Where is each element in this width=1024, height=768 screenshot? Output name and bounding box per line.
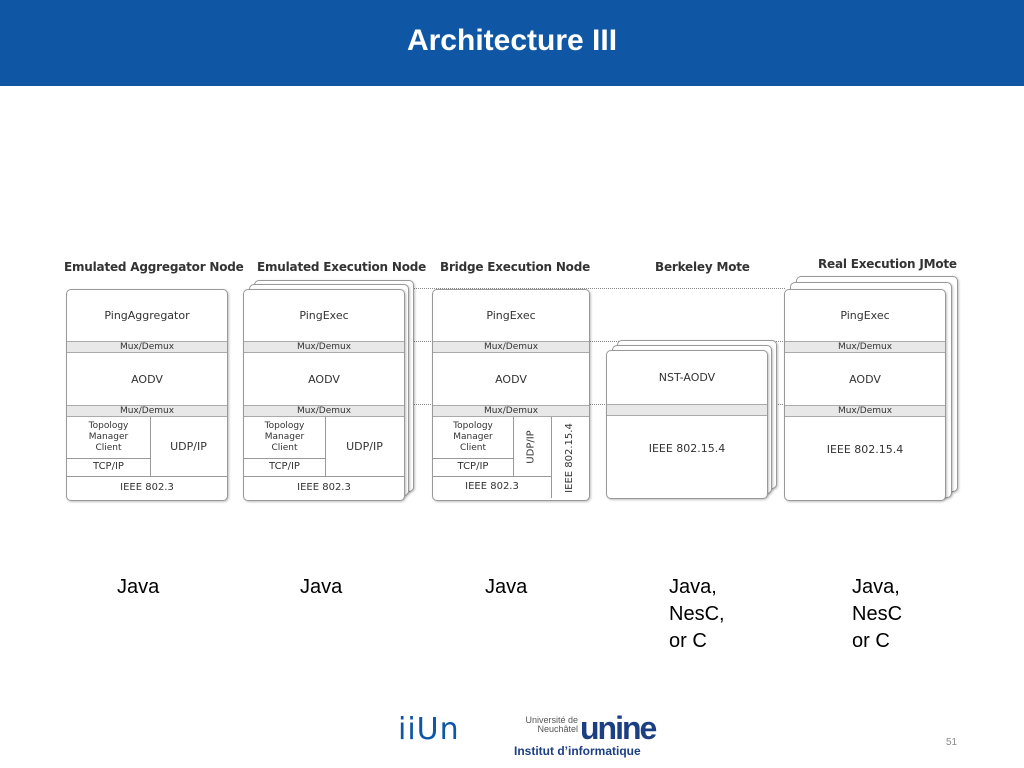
topology-manager-client: Topology Manager Client [264,421,305,453]
execution-node-card: PingExec Mux/Demux AODV Mux/Demux Topolo… [243,289,405,501]
udp-layer: UDP/IP [346,439,383,453]
mux-layer: Mux/Demux [244,405,404,417]
language-line: or C [852,630,890,652]
divider [433,458,513,459]
berkeley-mote-card: NST-AODV IEEE 802.15.4 [606,350,768,499]
jmote-card: PingExec Mux/Demux AODV Mux/Demux IEEE 8… [784,289,946,501]
wsn-layer: IEEE 802.15.4 [551,417,589,498]
language-line: NesC, [669,603,725,625]
unine-wordmark: unine [580,710,657,746]
routing-layer: AODV [849,372,881,386]
mux-layer: Mux/Demux [785,405,945,417]
divider [244,458,325,459]
divider [67,458,150,459]
tcp-layer: TCP/IP [457,461,489,472]
connector-line [405,404,785,405]
language-line: Java, [852,576,900,598]
app-layer: PingAggregator [104,309,190,322]
connector-line [405,341,785,342]
divider [325,417,326,476]
phy-layer: IEEE 802.3 [465,481,519,492]
mux-layer: Mux/Demux [67,405,227,417]
language-berkeley: Java, NesC, or C [669,574,725,655]
aggregator-node-card: PingAggregator Mux/Demux AODV Mux/Demux … [66,289,228,501]
phy-layer: IEEE 802.3 [120,481,174,493]
institute-name: Institut d’informatique [514,744,641,758]
connector-line [405,288,785,289]
language-line: Java [300,576,343,598]
topology-manager-client: Topology Manager Client [88,421,129,453]
language-jmote: Java, NesC or C [852,574,902,655]
language-execution: Java [300,574,342,601]
university-name: Université de Neuchâtel [525,715,578,734]
language-line: Java, [669,576,717,598]
mux-layer: Mux/Demux [433,405,589,417]
udp-layer: UDP/IP [170,439,207,453]
phy-layer: IEEE 802.3 [297,481,351,493]
topology-manager-client: Topology Manager Client [453,421,493,453]
bridge-node-title: Bridge Execution Node [440,260,591,274]
app-layer: PingExec [486,309,536,322]
routing-layer: NST-AODV [658,371,716,384]
language-line: NesC [852,603,903,625]
wsn-label: IEEE 802.15.4 [564,422,575,493]
iiun-logo: iiUn [398,712,460,747]
execution-node-title: Emulated Execution Node [257,260,427,274]
mux-layer [607,404,767,416]
berkeley-mote-title: Berkeley Mote [655,260,750,274]
language-line: or C [669,630,707,652]
app-layer: PingExec [299,309,349,322]
divider [513,417,514,476]
tcp-layer: TCP/IP [269,461,300,472]
phy-layer: IEEE 802.15.4 [826,443,904,456]
slide-title: Architecture III [406,24,618,57]
jmote-title: Real Execution JMote [818,257,957,271]
language-aggregator: Java [117,574,159,601]
mux-layer: Mux/Demux [433,341,589,353]
language-line: Java [485,576,528,598]
routing-layer: AODV [495,372,527,386]
mux-layer: Mux/Demux [67,341,227,353]
divider [244,476,404,477]
page-number: 51 [946,737,958,748]
divider [150,417,151,476]
divider [433,476,551,477]
routing-layer: AODV [131,372,163,386]
bridge-node-card: PingExec Mux/Demux AODV Mux/Demux Topolo… [432,289,590,501]
app-layer: PingExec [840,309,890,322]
aggregator-node-title: Emulated Aggregator Node [64,260,244,274]
divider [67,476,227,477]
language-line: Java [117,576,160,598]
divider [551,417,552,498]
udp-layer: UDP/IP [513,417,551,476]
tcp-layer: TCP/IP [93,461,124,472]
phy-layer: IEEE 802.15.4 [648,442,726,455]
mux-layer: Mux/Demux [244,341,404,353]
title-bar [0,0,1024,86]
language-bridge: Java [485,574,527,601]
mux-layer: Mux/Demux [785,341,945,353]
routing-layer: AODV [308,372,340,386]
udp-label: UDP/IP [526,429,537,464]
